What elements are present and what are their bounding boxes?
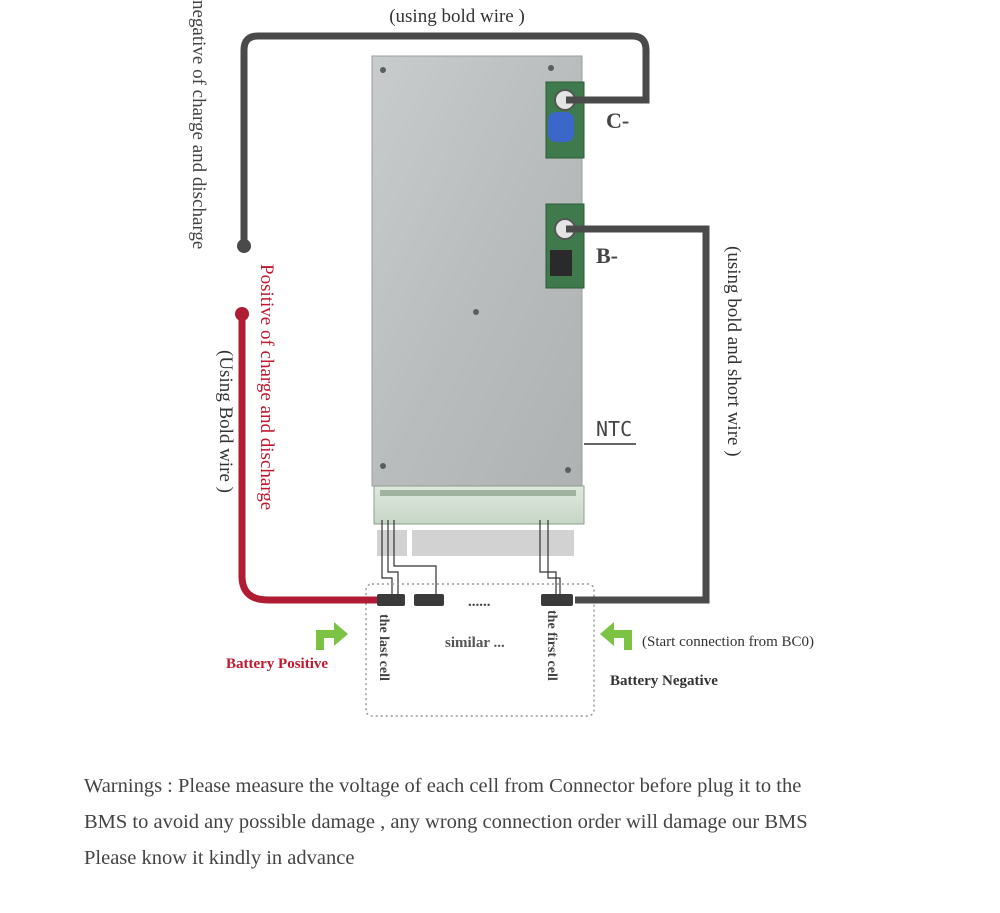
battery-positive-arrow — [316, 622, 348, 650]
b-minus-label: B- — [596, 243, 618, 268]
battery-negative-label: Battery Negative — [610, 673, 718, 689]
using-bold-vertical-label: (Using Bold wire ) — [215, 350, 236, 493]
c-minus-label: C- — [606, 108, 629, 133]
positive-wire — [238, 314, 377, 604]
warnings-line-3: Please know it kindly in advance — [84, 847, 355, 869]
negative-wire-end — [237, 239, 251, 253]
dots-label: ...... — [468, 594, 491, 610]
b-minus-terminal — [545, 203, 585, 289]
cell-group-box — [365, 583, 595, 717]
first-cell-label: the first cell — [544, 610, 559, 681]
right-wire-vertical-label: (using bold and short wire ) — [723, 246, 744, 457]
balance-connector — [373, 485, 585, 556]
balance-wires — [381, 520, 561, 594]
top-wire-label: (using bold wire ) — [389, 6, 525, 27]
negative-vertical-label: negative of charge and discharge — [188, 0, 209, 249]
warnings-text: Warnings : Please measure the voltage of… — [84, 768, 964, 876]
ntc-label: NTC — [596, 417, 632, 441]
c-minus-terminal — [545, 81, 585, 159]
cell-connectors — [377, 594, 573, 606]
battery-negative-arrow — [600, 622, 632, 650]
battery-positive-label: Battery Positive — [226, 656, 328, 672]
positive-vertical-label: Positive of charge and discharge — [256, 264, 277, 510]
positive-wire-end — [235, 307, 249, 321]
warnings-line-2: BMS to avoid any possible damage , any w… — [84, 811, 808, 833]
warnings-line-1: Warnings : Please measure the voltage of… — [84, 775, 802, 797]
similar-label: similar ... — [445, 635, 505, 651]
start-connection-label: (Start connection from BC0) — [642, 634, 814, 650]
negative-wire-top — [240, 32, 650, 246]
last-cell-label: the last cell — [376, 614, 391, 681]
b-minus-wire — [566, 225, 710, 604]
